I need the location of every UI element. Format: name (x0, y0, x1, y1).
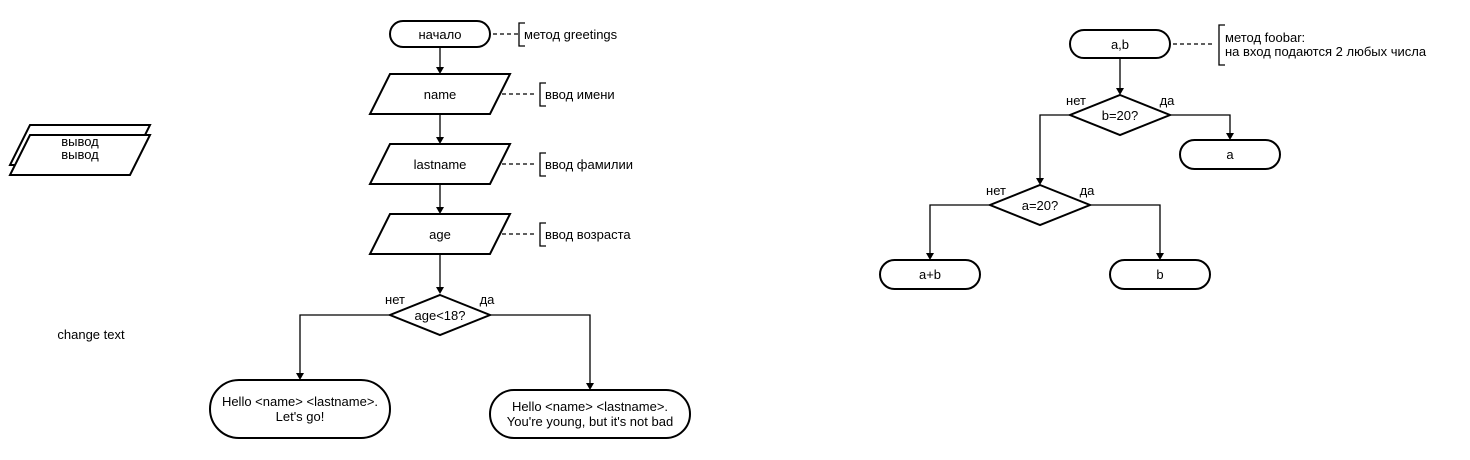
a-decision-diamond[interactable]: a=20? (987, 183, 1093, 227)
b-decision-diamond[interactable]: b=20? (1067, 93, 1173, 137)
foobar-note-line1: метод foobar: (1225, 30, 1305, 45)
a-decision-yes-label: да (1080, 183, 1096, 198)
input-lastname-label: lastname (414, 157, 467, 172)
foobar-output-a[interactable]: a (1179, 139, 1281, 170)
foobar-connectors (926, 58, 1234, 260)
foobar-output-b[interactable]: b (1109, 259, 1211, 290)
input-age-label: age (429, 227, 451, 242)
greetings-start-note-text: метод greetings (524, 27, 618, 42)
legend-output-label-2: вывод (61, 147, 99, 162)
greetings-start-note: метод greetings (493, 22, 618, 47)
greetings-output-young[interactable]: Hello <name> <lastname>. You're young, b… (489, 389, 691, 439)
output-adult-line2: Let's go! (276, 409, 325, 424)
age-decision-diamond[interactable]: age<18? (387, 293, 493, 337)
output-a-plus-b-label: a+b (919, 267, 941, 282)
greetings-connectors (296, 47, 594, 390)
b-decision-label: b=20? (1102, 108, 1139, 123)
output-b-label: b (1156, 267, 1163, 282)
output-young-line2: You're young, but it's not bad (507, 414, 673, 429)
b-decision-no-label: нет (1066, 93, 1086, 108)
b-decision-yes-label: да (1160, 93, 1176, 108)
input-lastname-note: ввод фамилии (502, 152, 633, 177)
input-lastname-shape[interactable]: lastname (368, 143, 512, 185)
output-a-label: a (1226, 147, 1234, 162)
age-decision-no-label: нет (385, 292, 405, 307)
foobar-note: метод foobar: на вход подаются 2 любых ч… (1173, 24, 1427, 66)
input-name-shape[interactable]: name (368, 73, 512, 115)
input-lastname-note-text: ввод фамилии (545, 157, 633, 172)
legend-output-label: вывод (61, 134, 99, 149)
input-name-label: name (424, 87, 457, 102)
foobar-start-terminal[interactable]: a,b (1069, 29, 1171, 59)
age-decision-yes-label: да (480, 292, 496, 307)
greetings-output-adult[interactable]: Hello <name> <lastname>. Let's go! (209, 379, 391, 439)
greetings-start-label: начало (418, 27, 461, 42)
foobar-output-a-plus-b[interactable]: a+b (879, 259, 981, 290)
output-adult-line1: Hello <name> <lastname>. (222, 394, 378, 409)
input-name-note-text: ввод имени (545, 87, 615, 102)
input-age-note: ввод возраста (502, 222, 631, 247)
a-decision-no-label: нет (986, 183, 1006, 198)
legend-output-shape[interactable]: вывод вывод (8, 124, 152, 176)
a-decision-label: a=20? (1022, 198, 1059, 213)
age-decision-label: age<18? (415, 308, 466, 323)
output-young-line1: Hello <name> <lastname>. (512, 399, 668, 414)
greetings-start-terminal[interactable]: начало (389, 20, 491, 48)
foobar-start-label: a,b (1111, 37, 1129, 52)
input-age-shape[interactable]: age (368, 213, 512, 255)
input-name-note: ввод имени (502, 82, 615, 107)
foobar-note-line2: на вход подаются 2 любых числа (1225, 44, 1427, 59)
change-text-label[interactable]: change text (57, 327, 125, 342)
input-age-note-text: ввод возраста (545, 227, 631, 242)
